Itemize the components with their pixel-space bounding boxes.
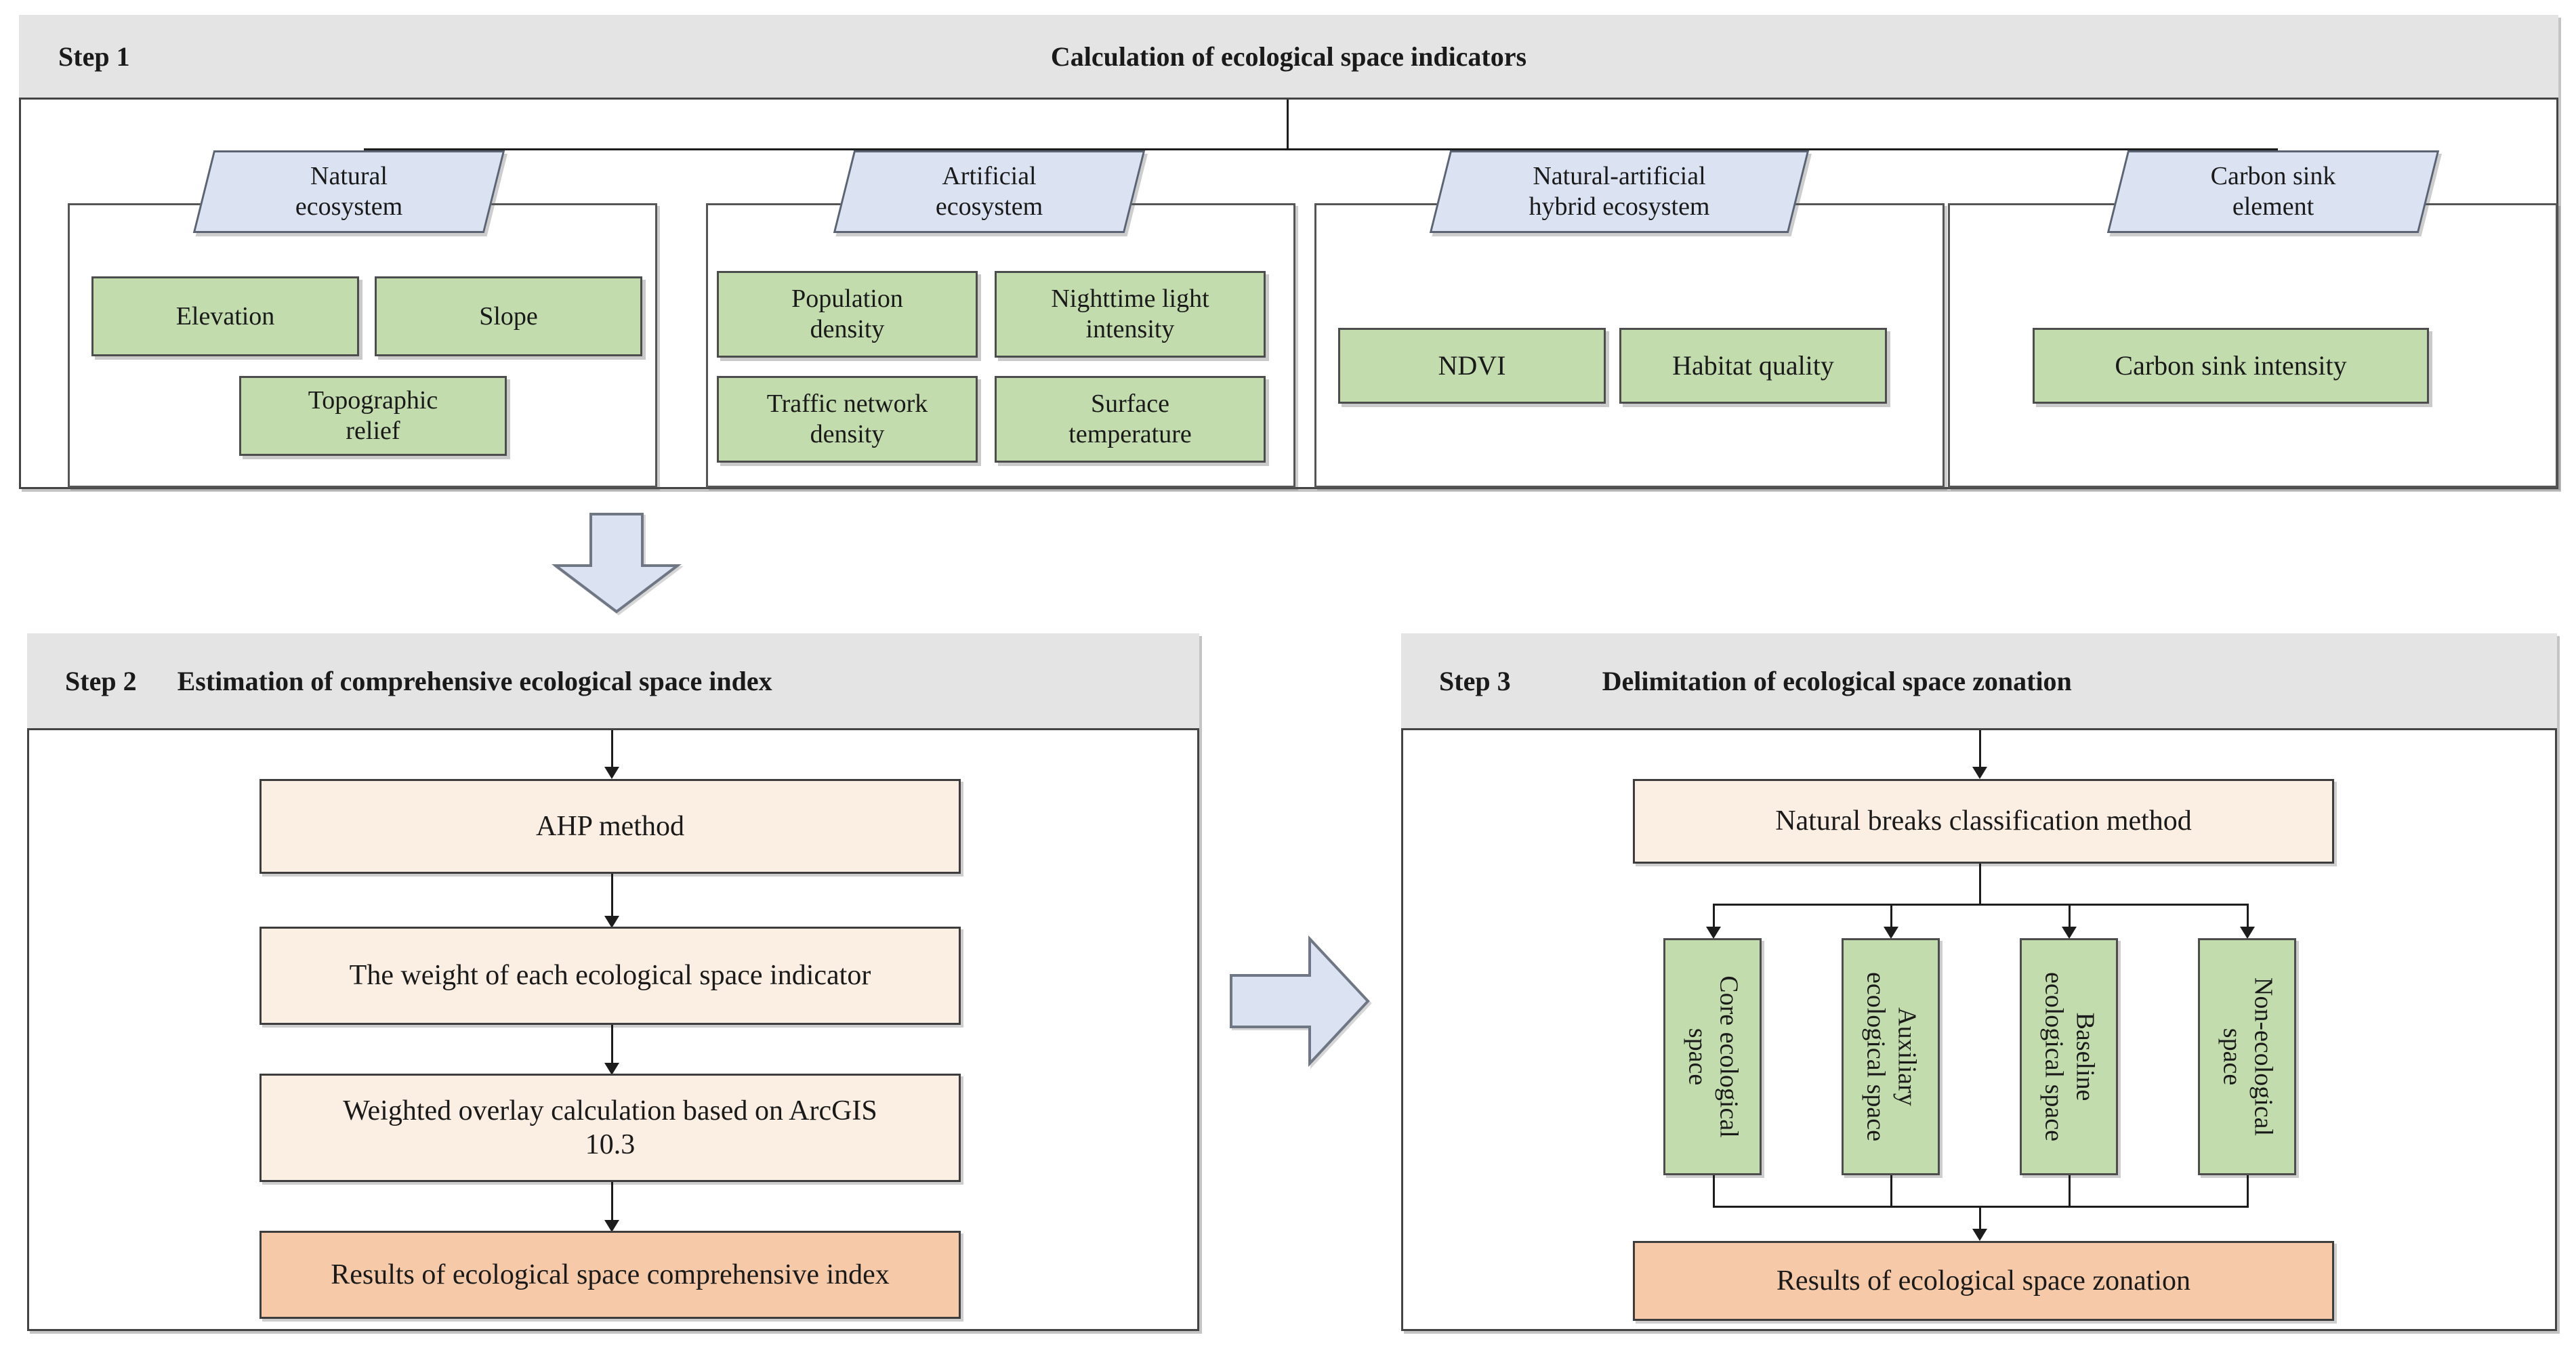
step2-label: Step 2	[65, 665, 137, 696]
step3-title: Delimitation of ecological space zonatio…	[1602, 665, 2072, 696]
zone-label-core: Core ecological space	[1682, 975, 1743, 1138]
step2-connector-arrow-1	[604, 767, 619, 779]
step3-label: Step 3	[1439, 665, 1511, 696]
step2-title: Estimation of comprehensive ecological s…	[177, 665, 772, 696]
step2-method-ahp: AHP method	[259, 779, 961, 874]
indicator-habitat-quality: Habitat quality	[1619, 328, 1887, 404]
step1-label: Step 1	[58, 41, 130, 72]
step3-zone-branch-2	[1890, 904, 1892, 929]
step3-tree-bar	[1713, 904, 2248, 906]
step2-connector-3	[611, 1025, 613, 1067]
step1-header: Step 1 Calculation of ecological space i…	[19, 15, 2558, 100]
step3-zone-arrow-2	[1884, 927, 1898, 939]
step3-merge-arrow	[1972, 1229, 1987, 1241]
indicator-surface-temperature: Surface temperature	[995, 376, 1266, 463]
step3-zone-arrow-3	[2062, 927, 2077, 939]
step2-connector-1	[611, 730, 613, 769]
step2-connector-arrow-2	[604, 916, 619, 928]
category-label-hybrid: Natural-artificial hybrid ecosystem	[1529, 162, 1710, 221]
category-label-carbon-sink: Carbon sink element	[2210, 162, 2336, 221]
step2-connector-4	[611, 1182, 613, 1224]
step3-zone-arrow-1	[1706, 927, 1721, 939]
category-shape-carbon-sink: Carbon sink element	[2106, 150, 2440, 233]
step3-tree-stem	[1979, 864, 1981, 906]
step3-connector-top	[1979, 730, 1981, 769]
step2-weight-indicator: The weight of each ecological space indi…	[259, 927, 961, 1025]
step3-merge-branch-4	[2247, 1175, 2249, 1208]
arrow-step2-to-step3	[1230, 935, 1370, 1068]
step3-method-natural-breaks: Natural breaks classification method	[1633, 779, 2334, 864]
indicator-traffic-network-density: Traffic network density	[717, 376, 978, 463]
step3-zone-branch-4	[2247, 904, 2249, 929]
step3-zone-arrow-4	[2240, 927, 2255, 939]
step1-title: Calculation of ecological space indicato…	[1050, 41, 1527, 72]
step2-weighted-overlay-arcgis: Weighted overlay calculation based on Ar…	[259, 1074, 961, 1182]
zone-label-auxiliary: Auxiliary ecological space	[1861, 971, 1921, 1142]
step2-connector-2	[611, 874, 613, 920]
step1-tree-bar	[364, 148, 2278, 150]
zone-core-ecological-space: Core ecological space	[1663, 938, 1762, 1175]
category-label-artificial: Artificial ecosystem	[935, 162, 1043, 221]
category-shape-artificial: Artificial ecosystem	[833, 150, 1146, 233]
indicator-slope: Slope	[375, 276, 642, 356]
indicator-population-density: Population density	[717, 271, 978, 358]
step2-header: Step 2 Estimation of comprehensive ecolo…	[27, 633, 1199, 730]
category-label-natural: Natural ecosystem	[295, 162, 403, 221]
category-shape-natural: Natural ecosystem	[192, 150, 505, 233]
indicator-topographic-relief: Topographic relief	[239, 376, 507, 456]
step2-connector-arrow-3	[604, 1063, 619, 1075]
step3-merge-stem	[1979, 1206, 1981, 1231]
category-shape-hybrid: Natural-artificial hybrid ecosystem	[1429, 150, 1810, 233]
zone-label-non-ecological: Non-ecological space	[2217, 977, 2277, 1137]
step3-connector-top-arrow	[1972, 767, 1987, 779]
step3-zone-branch-1	[1713, 904, 1715, 929]
step3-header: Step 3 Delimitation of ecological space …	[1401, 633, 2557, 730]
arrow-step1-to-step2	[552, 513, 682, 614]
step1-tree-stem	[1287, 100, 1289, 150]
step3-zone-branch-3	[2069, 904, 2071, 929]
step3-result: Results of ecological space zonation	[1633, 1241, 2334, 1321]
step2-connector-arrow-4	[604, 1220, 619, 1232]
zone-non-ecological-space: Non-ecological space	[2198, 938, 2296, 1175]
step3-merge-branch-2	[1890, 1175, 1892, 1208]
step3-merge-branch-1	[1713, 1175, 1715, 1208]
indicator-elevation: Elevation	[91, 276, 359, 356]
indicator-carbon-sink-intensity: Carbon sink intensity	[2033, 328, 2429, 404]
zone-label-baseline: Baseline ecological space	[2039, 971, 2099, 1142]
step3-merge-branch-3	[2069, 1175, 2071, 1208]
indicator-ndvi: NDVI	[1338, 328, 1606, 404]
step2-result: Results of ecological space comprehensiv…	[259, 1231, 961, 1319]
zone-auxiliary-ecological-space: Auxiliary ecological space	[1842, 938, 1940, 1175]
zone-baseline-ecological-space: Baseline ecological space	[2020, 938, 2118, 1175]
indicator-nighttime-light-intensity: Nighttime light intensity	[995, 271, 1266, 358]
